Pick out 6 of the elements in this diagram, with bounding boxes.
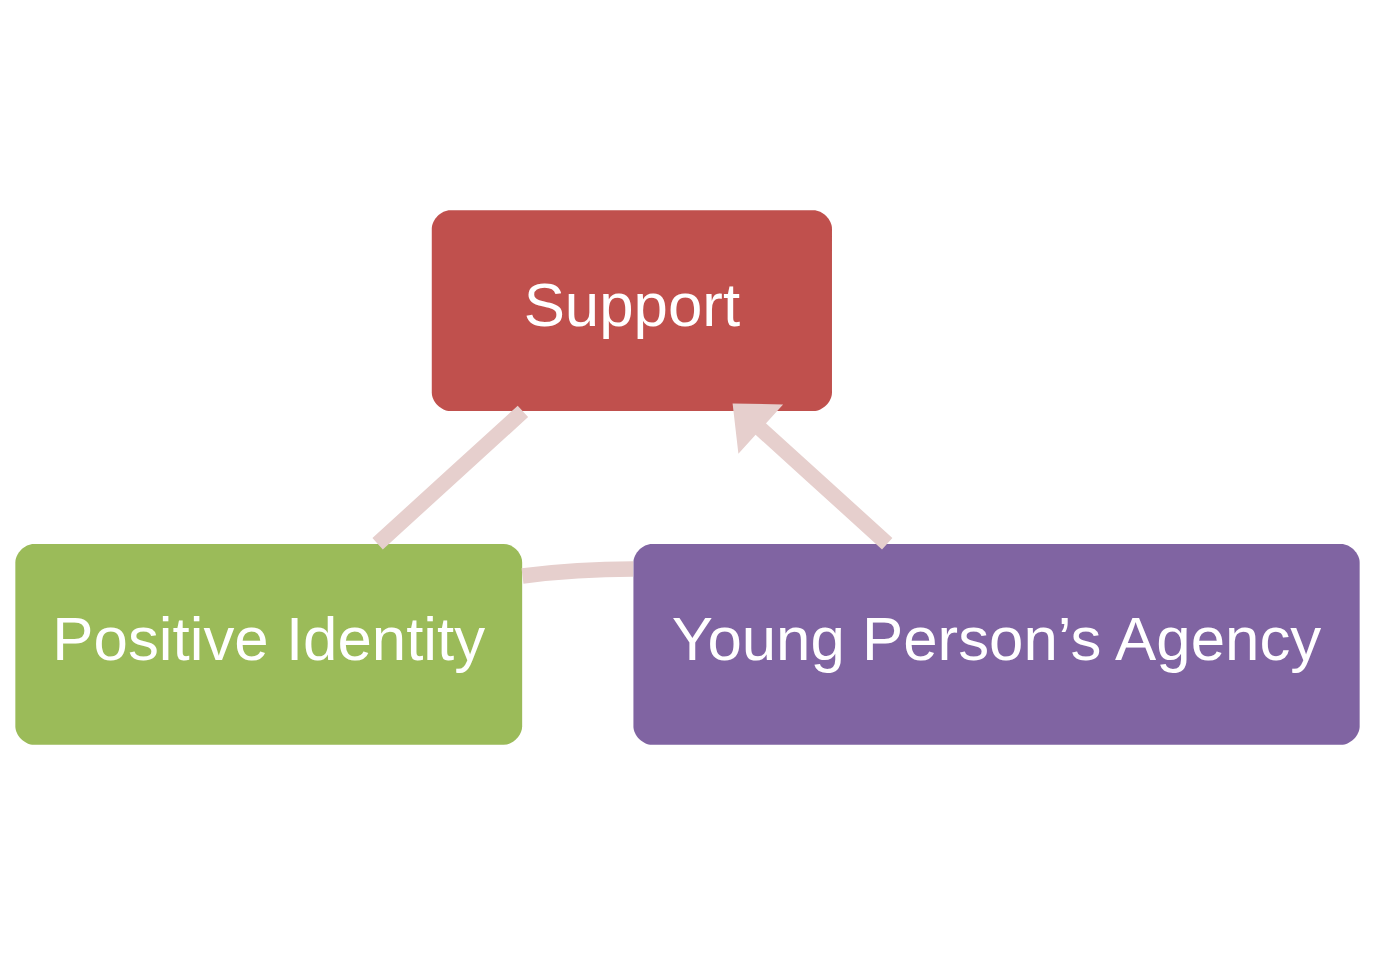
arrow [732, 403, 893, 549]
node-box: Support [431, 209, 832, 411]
connector [521, 560, 634, 584]
connector [372, 405, 529, 549]
node-box: Positive Identity [15, 543, 523, 745]
node-box: Young Person’s Agency [633, 543, 1360, 745]
